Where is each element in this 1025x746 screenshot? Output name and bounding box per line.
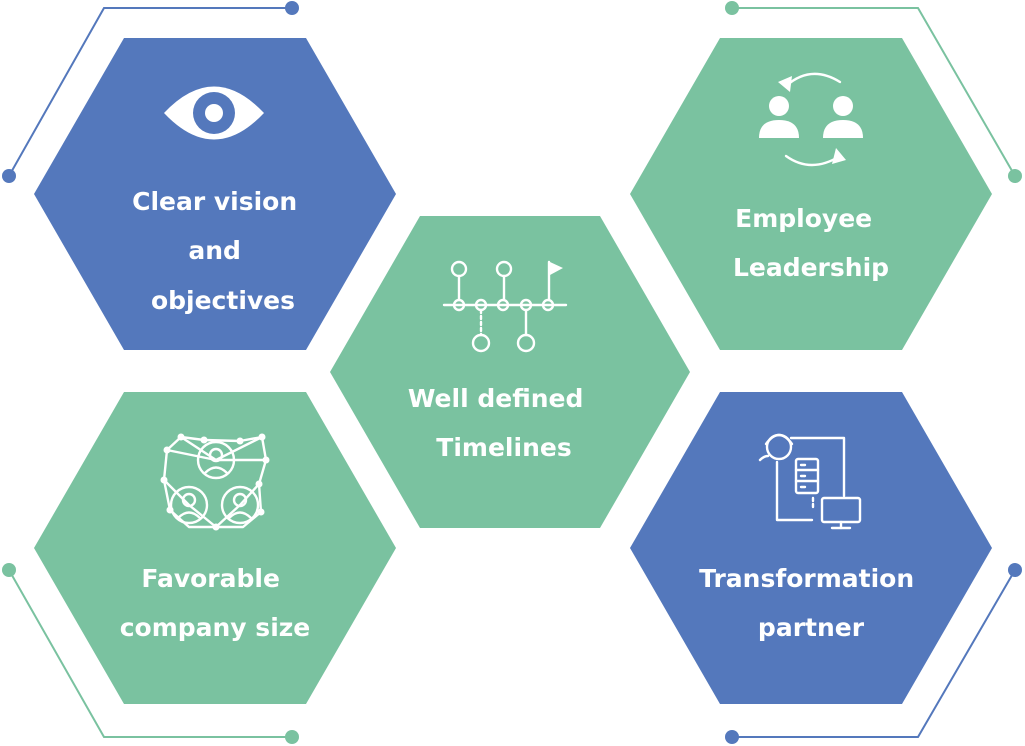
hex-company-size-shape xyxy=(34,392,396,704)
hex-leadership-line-2: Leadership xyxy=(733,253,889,282)
hex-partner-line-2: partner xyxy=(758,613,865,642)
hex-vision-line-1: Clear vision xyxy=(132,187,297,216)
connector-bottom-left xyxy=(2,563,299,744)
people-network-icon xyxy=(160,433,270,531)
hex-leadership: Employee Leadership xyxy=(630,38,992,350)
hex-vision-shape xyxy=(34,38,396,350)
hex-timelines-label: Well defined Timelines xyxy=(408,384,592,462)
hex-leadership-label: Employee Leadership xyxy=(733,204,889,282)
hex-timelines-shape xyxy=(330,216,690,528)
hex-partner: Transformation partner xyxy=(630,392,992,704)
connector-top-left xyxy=(2,1,299,183)
hex-company-size-line-1: Favorable xyxy=(141,564,280,593)
eye-icon xyxy=(164,86,264,140)
hex-company-size-line-2: company size xyxy=(120,613,311,642)
hex-company-size: Favorable company size xyxy=(34,392,396,704)
connector-bottom-right xyxy=(725,563,1022,744)
hex-partner-shape xyxy=(630,392,992,704)
hex-timelines: Well defined Timelines xyxy=(330,216,690,528)
hex-vision: Clear vision and objectives xyxy=(34,38,396,350)
hex-leadership-shape xyxy=(630,38,992,350)
hex-vision-line-3: objectives xyxy=(151,286,295,315)
hex-leadership-line-1: Employee xyxy=(735,204,872,233)
employee-exchange-icon xyxy=(759,72,863,167)
timeline-icon xyxy=(442,260,568,353)
hex-vision-line-2: and xyxy=(188,236,241,265)
connector-top-right xyxy=(725,1,1022,183)
hex-timelines-line-1: Well defined xyxy=(408,384,584,413)
hex-vision-label: Clear vision and objectives xyxy=(132,187,306,315)
hex-company-size-label: Favorable company size xyxy=(120,564,311,642)
partner-server-icon xyxy=(758,433,862,530)
hex-partner-line-1: Transformation xyxy=(699,564,914,593)
hex-timelines-line-2: Timelines xyxy=(436,433,571,462)
hex-partner-label: Transformation partner xyxy=(699,564,923,642)
